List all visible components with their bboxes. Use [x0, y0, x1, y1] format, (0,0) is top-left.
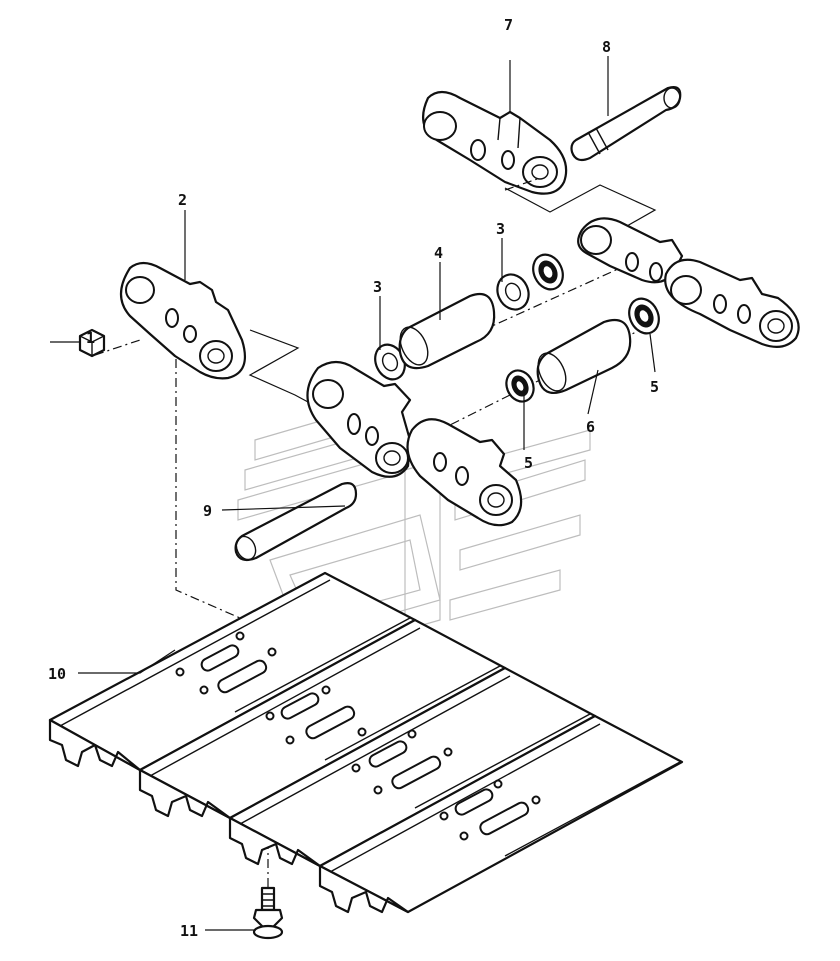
- assembly-outline-left: [248, 329, 309, 403]
- spacer-ring-right: [628, 297, 660, 335]
- callout-6: 6: [586, 418, 595, 436]
- track-link-left: [119, 261, 246, 380]
- shoe-bolt: [252, 886, 284, 940]
- track-link-center: [306, 360, 412, 478]
- callout-labels: 1 2 3 4 3 5 5 6 7 8 9 10 11: [48, 16, 659, 940]
- master-bushing: [536, 318, 632, 394]
- master-pin: [234, 482, 358, 562]
- track-pin-upper: [570, 86, 682, 162]
- track-shoes: [48, 571, 684, 914]
- track-link-right-a: [577, 217, 684, 284]
- track-link-upper: [422, 90, 568, 195]
- spacer-ring-lower: [505, 369, 535, 403]
- callout-5-right: 5: [650, 378, 659, 396]
- assembly-axis-nut: [94, 339, 141, 356]
- callout-11: 11: [180, 922, 198, 940]
- assembly-axis-main: [394, 249, 661, 371]
- callout-10: 10: [48, 665, 66, 683]
- track-link-right-b: [664, 258, 800, 349]
- callout-5-lower: 5: [524, 454, 533, 472]
- callout-1: 1: [86, 329, 95, 347]
- assembly-axis-upper: [504, 177, 541, 191]
- seal-ring-right: [496, 273, 530, 311]
- spacer-ring-upper: [532, 253, 564, 291]
- master-nut: [78, 328, 106, 358]
- callout-7: 7: [504, 16, 513, 34]
- callout-8: 8: [602, 38, 611, 56]
- callout-4: 4: [434, 244, 443, 262]
- track-link-center-right: [406, 418, 523, 527]
- callout-2: 2: [178, 191, 187, 209]
- track-bushing: [398, 292, 496, 370]
- assembly-outline-upper: [504, 184, 657, 231]
- leader-lines: [50, 56, 656, 931]
- callout-3-right: 3: [496, 220, 505, 238]
- callout-3-left: 3: [373, 278, 382, 296]
- callout-9: 9: [203, 502, 212, 520]
